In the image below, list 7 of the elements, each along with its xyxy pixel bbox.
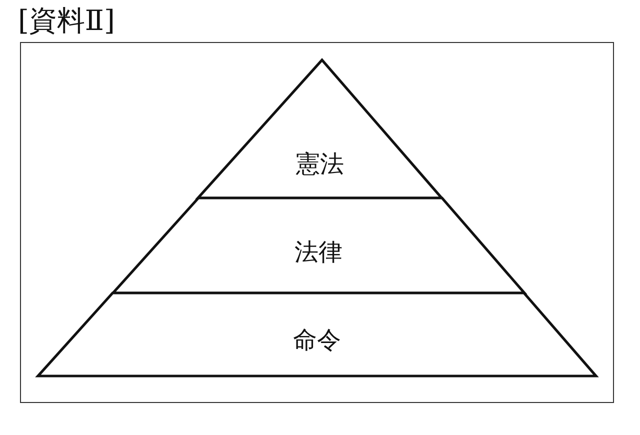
tier-label: 法律 [294,238,342,266]
tier-label: 憲法 [296,150,344,178]
tier-label: 命令 [293,326,341,354]
title: [資料Ⅱ] [18,4,115,38]
pyramid-tier [38,293,596,376]
pyramid-tier [112,198,524,293]
pyramid-tier [198,60,442,198]
